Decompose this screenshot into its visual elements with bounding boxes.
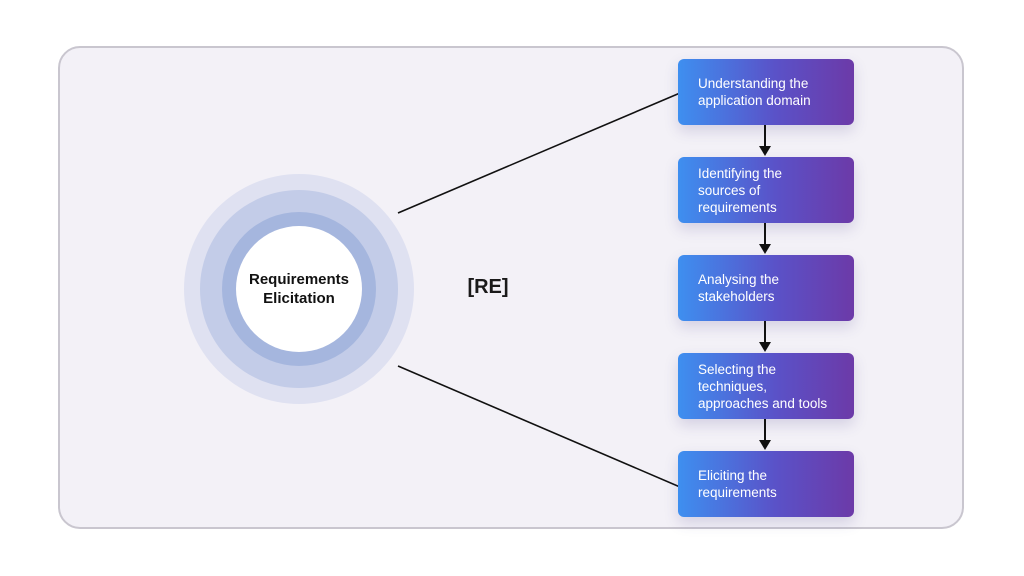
process-step-label: Selecting the techniques, approaches and… [698, 361, 828, 411]
arrow-down-icon [759, 321, 771, 352]
abbreviation-label: [RE] [467, 276, 509, 298]
process-step-label: Understanding the application domain [698, 76, 811, 108]
process-step-label: Analysing the stakeholders [698, 272, 780, 304]
process-step-5: Eliciting the requirements [678, 451, 854, 517]
process-step-4: Selecting the techniques, approaches and… [678, 353, 854, 419]
arrow-down-icon [759, 125, 771, 156]
arrow-down-icon [759, 223, 771, 254]
process-step-3: Analysing the stakeholders [678, 255, 854, 321]
process-step-2: Identifying the sources of requirements [678, 157, 854, 223]
process-step-1: Understanding the application domain [678, 59, 854, 125]
hub-label: Requirements Elicitation [248, 271, 350, 307]
arrow-down-icon [759, 419, 771, 450]
process-step-label: Identifying the sources of requirements [698, 165, 783, 215]
process-step-label: Eliciting the requirements [698, 468, 777, 500]
hub-circle: Requirements Elicitation [236, 226, 362, 352]
